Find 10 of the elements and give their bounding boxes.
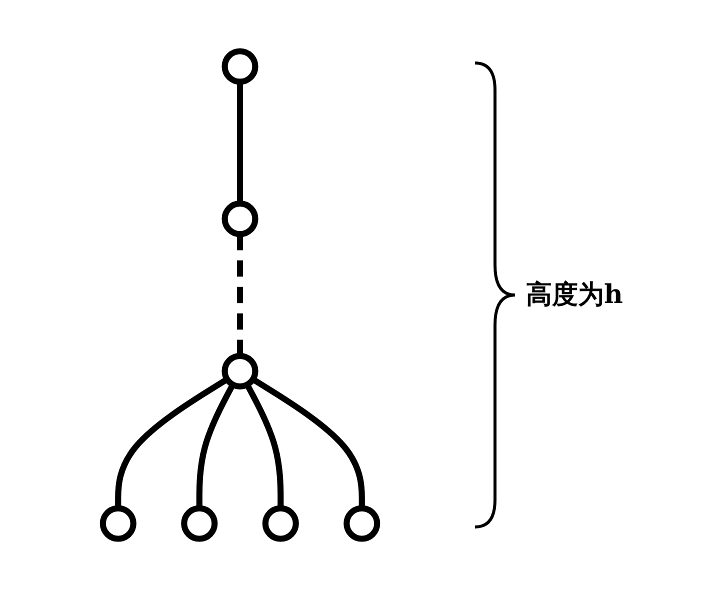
node-circle xyxy=(181,504,218,542)
connector xyxy=(251,376,365,508)
node-circle xyxy=(100,504,136,542)
node-circle xyxy=(222,200,258,237)
node-circle xyxy=(222,48,258,84)
connector xyxy=(115,376,229,508)
node-circle xyxy=(262,504,299,542)
node-circle xyxy=(344,504,380,542)
height-label: 高度为h xyxy=(526,279,623,312)
node-circle xyxy=(222,352,258,389)
